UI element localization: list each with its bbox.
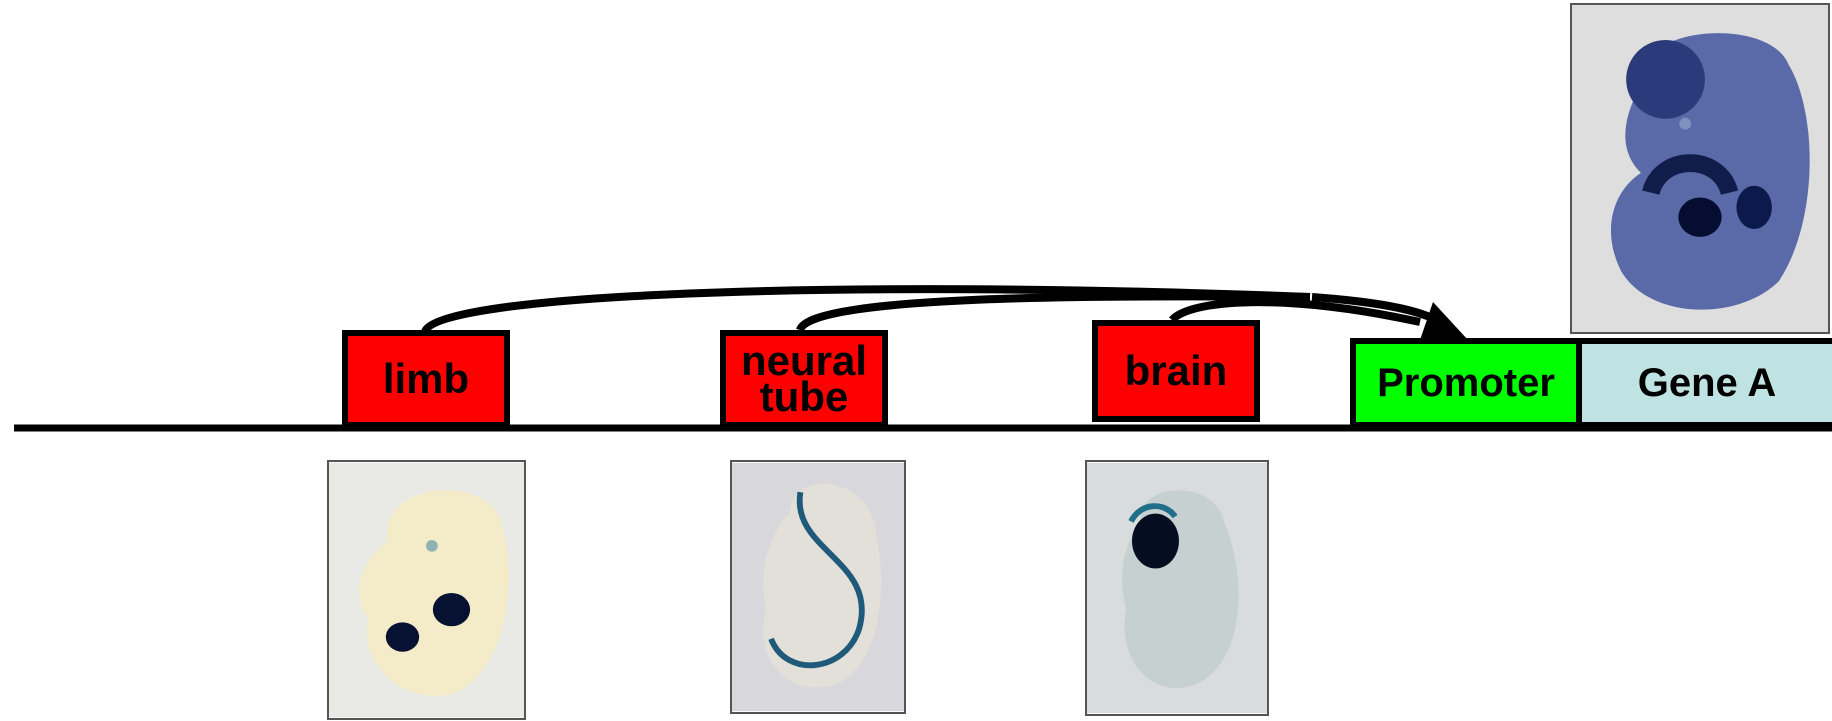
limb-enhancer-box: limb [342, 330, 510, 428]
gene-a-label: Gene A [1638, 361, 1777, 406]
neural-tube-label-line2: tube [760, 379, 849, 415]
brain-enhancer-label: brain [1125, 353, 1228, 389]
promoter-label: Promoter [1377, 361, 1555, 406]
promoter-box: Promoter [1350, 338, 1582, 428]
neural-tube-lacz-embryo-image [730, 460, 906, 714]
brain-enhancer-box: brain [1092, 320, 1260, 422]
gene-a-box: Gene A [1582, 338, 1832, 428]
brain-lacz-embryo-image [1085, 460, 1269, 716]
full-expression-embryo-image [1570, 3, 1830, 334]
neural-tube-enhancer-box: neural tube [720, 330, 888, 428]
limb-lacz-embryo-image [327, 460, 526, 720]
limb-enhancer-label: limb [383, 361, 469, 397]
arrowhead-icon [1420, 302, 1468, 340]
